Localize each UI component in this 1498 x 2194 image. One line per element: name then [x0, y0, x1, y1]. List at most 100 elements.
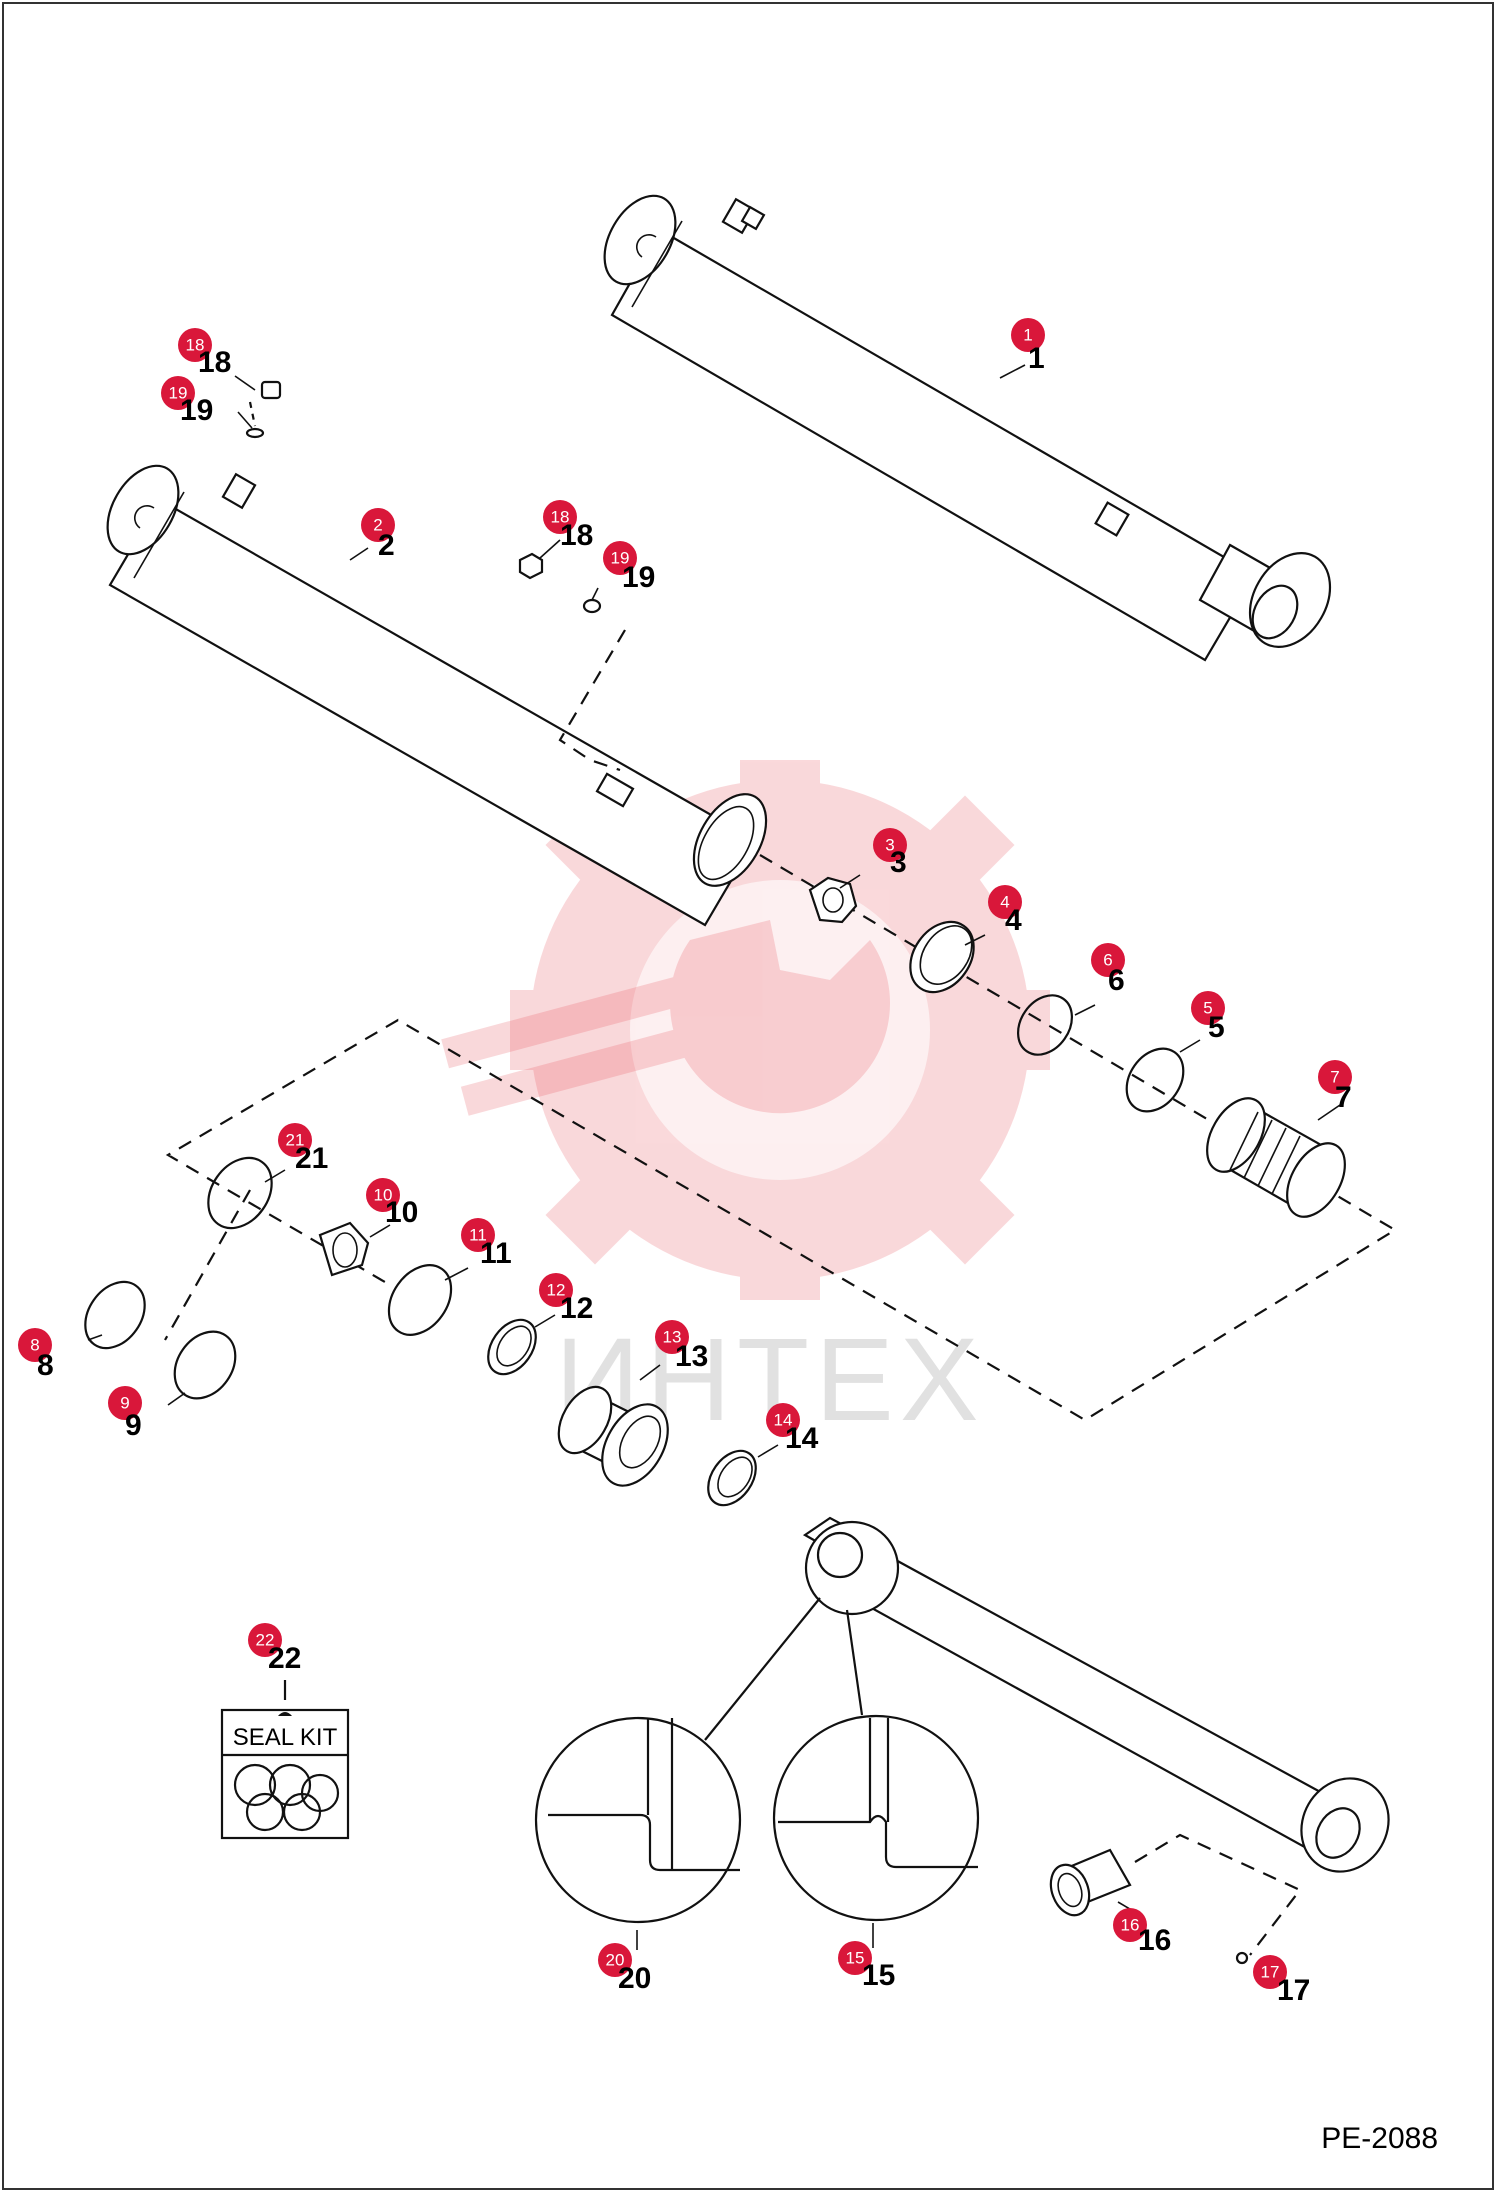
callout-4: 44 — [988, 885, 1022, 937]
detail-view-15 — [772, 1609, 980, 1922]
wiper-10 — [318, 1221, 370, 1277]
wear-ring — [909, 920, 975, 994]
o-ring-5 — [1125, 1047, 1185, 1113]
svg-text:19: 19 — [169, 384, 188, 403]
svg-text:6: 6 — [1108, 964, 1125, 997]
svg-text:13: 13 — [663, 1328, 682, 1347]
svg-text:3: 3 — [890, 846, 907, 879]
cylinder-barrel-upper — [603, 194, 1332, 662]
svg-text:2: 2 — [378, 529, 395, 562]
svg-text:21: 21 — [286, 1131, 305, 1150]
svg-text:19: 19 — [180, 394, 213, 427]
svg-text:7: 7 — [1330, 1068, 1339, 1087]
assembly-path-bushing — [1134, 1833, 1302, 1956]
drawing-code: PE-2088 — [1321, 2122, 1438, 2155]
svg-text:14: 14 — [774, 1411, 793, 1430]
watermark-wrench — [441, 920, 890, 1116]
gland-13 — [557, 1385, 669, 1487]
piston — [1206, 1097, 1346, 1218]
svg-text:1: 1 — [1028, 342, 1045, 375]
svg-text:14: 14 — [785, 1422, 819, 1455]
svg-text:20: 20 — [606, 1951, 625, 1970]
o-ring-21 — [207, 1156, 273, 1230]
callout-6: 66 — [1091, 943, 1125, 997]
svg-text:19: 19 — [622, 561, 655, 594]
svg-text:12: 12 — [547, 1281, 566, 1300]
svg-text:5: 5 — [1203, 999, 1212, 1018]
svg-text:18: 18 — [186, 336, 205, 355]
svg-text:22: 22 — [256, 1631, 275, 1650]
piston-rod — [802, 1516, 1390, 1873]
callout-5: 55 — [1191, 991, 1225, 1044]
svg-text:10: 10 — [385, 1196, 418, 1229]
cylinder-barrel-lower — [106, 464, 768, 927]
svg-text:3: 3 — [885, 836, 894, 855]
callout-8: 88 — [18, 1328, 54, 1382]
svg-text:4: 4 — [1005, 904, 1022, 937]
svg-text:1: 1 — [1023, 326, 1032, 345]
svg-text:8: 8 — [37, 1349, 54, 1382]
o-ring-9 — [173, 1330, 237, 1400]
grease-fitting-left — [245, 380, 282, 439]
callout-3: 33 — [873, 828, 907, 879]
callout-9: 99 — [108, 1386, 142, 1442]
svg-text:17: 17 — [1277, 1974, 1310, 2007]
watermark-inner — [630, 880, 930, 1180]
svg-text:8: 8 — [30, 1336, 39, 1355]
grease-fitting-right — [518, 552, 626, 772]
svg-text:9: 9 — [125, 1409, 142, 1442]
svg-text:18: 18 — [560, 519, 593, 552]
assembly-path-piston — [165, 854, 1398, 1422]
callout-7: 77 — [1318, 1060, 1352, 1114]
svg-text:18: 18 — [198, 346, 231, 379]
grease-fitting-17 — [1235, 1951, 1249, 1965]
svg-text:6: 6 — [1103, 951, 1112, 970]
svg-text:13: 13 — [675, 1340, 708, 1373]
svg-text:11: 11 — [469, 1226, 487, 1245]
svg-text:18: 18 — [551, 508, 570, 527]
buffer-seal-14 — [707, 1449, 757, 1507]
svg-text:2: 2 — [373, 516, 382, 535]
svg-text:15: 15 — [846, 1949, 865, 1968]
leader-lines — [87, 364, 1341, 1950]
bushing-16 — [1049, 1848, 1132, 1917]
callout-2: 22 — [361, 508, 395, 562]
seal-kit-label: SEAL KIT — [233, 1724, 338, 1751]
rod-seal-12 — [487, 1318, 537, 1376]
svg-text:7: 7 — [1335, 1081, 1352, 1114]
svg-text:12: 12 — [560, 1292, 593, 1325]
piston-nut — [808, 876, 858, 924]
svg-text:16: 16 — [1121, 1916, 1140, 1935]
svg-text:15: 15 — [862, 1959, 895, 1992]
svg-text:9: 9 — [120, 1394, 129, 1413]
o-ring-6 — [1017, 994, 1073, 1056]
svg-text:5: 5 — [1208, 1011, 1225, 1044]
svg-text:21: 21 — [295, 1142, 328, 1175]
svg-text:11: 11 — [480, 1237, 512, 1270]
svg-text:19: 19 — [611, 549, 630, 568]
seal-kit-package: SEAL KIT — [220, 1680, 350, 1840]
back-up-ring-8 — [84, 1280, 146, 1350]
svg-text:4: 4 — [1000, 893, 1009, 912]
assembly-path-ring — [164, 1189, 251, 1341]
detail-view-20 — [534, 1597, 821, 1924]
svg-text:10: 10 — [374, 1186, 393, 1205]
svg-text:20: 20 — [618, 1962, 651, 1995]
svg-text:17: 17 — [1261, 1963, 1280, 1982]
